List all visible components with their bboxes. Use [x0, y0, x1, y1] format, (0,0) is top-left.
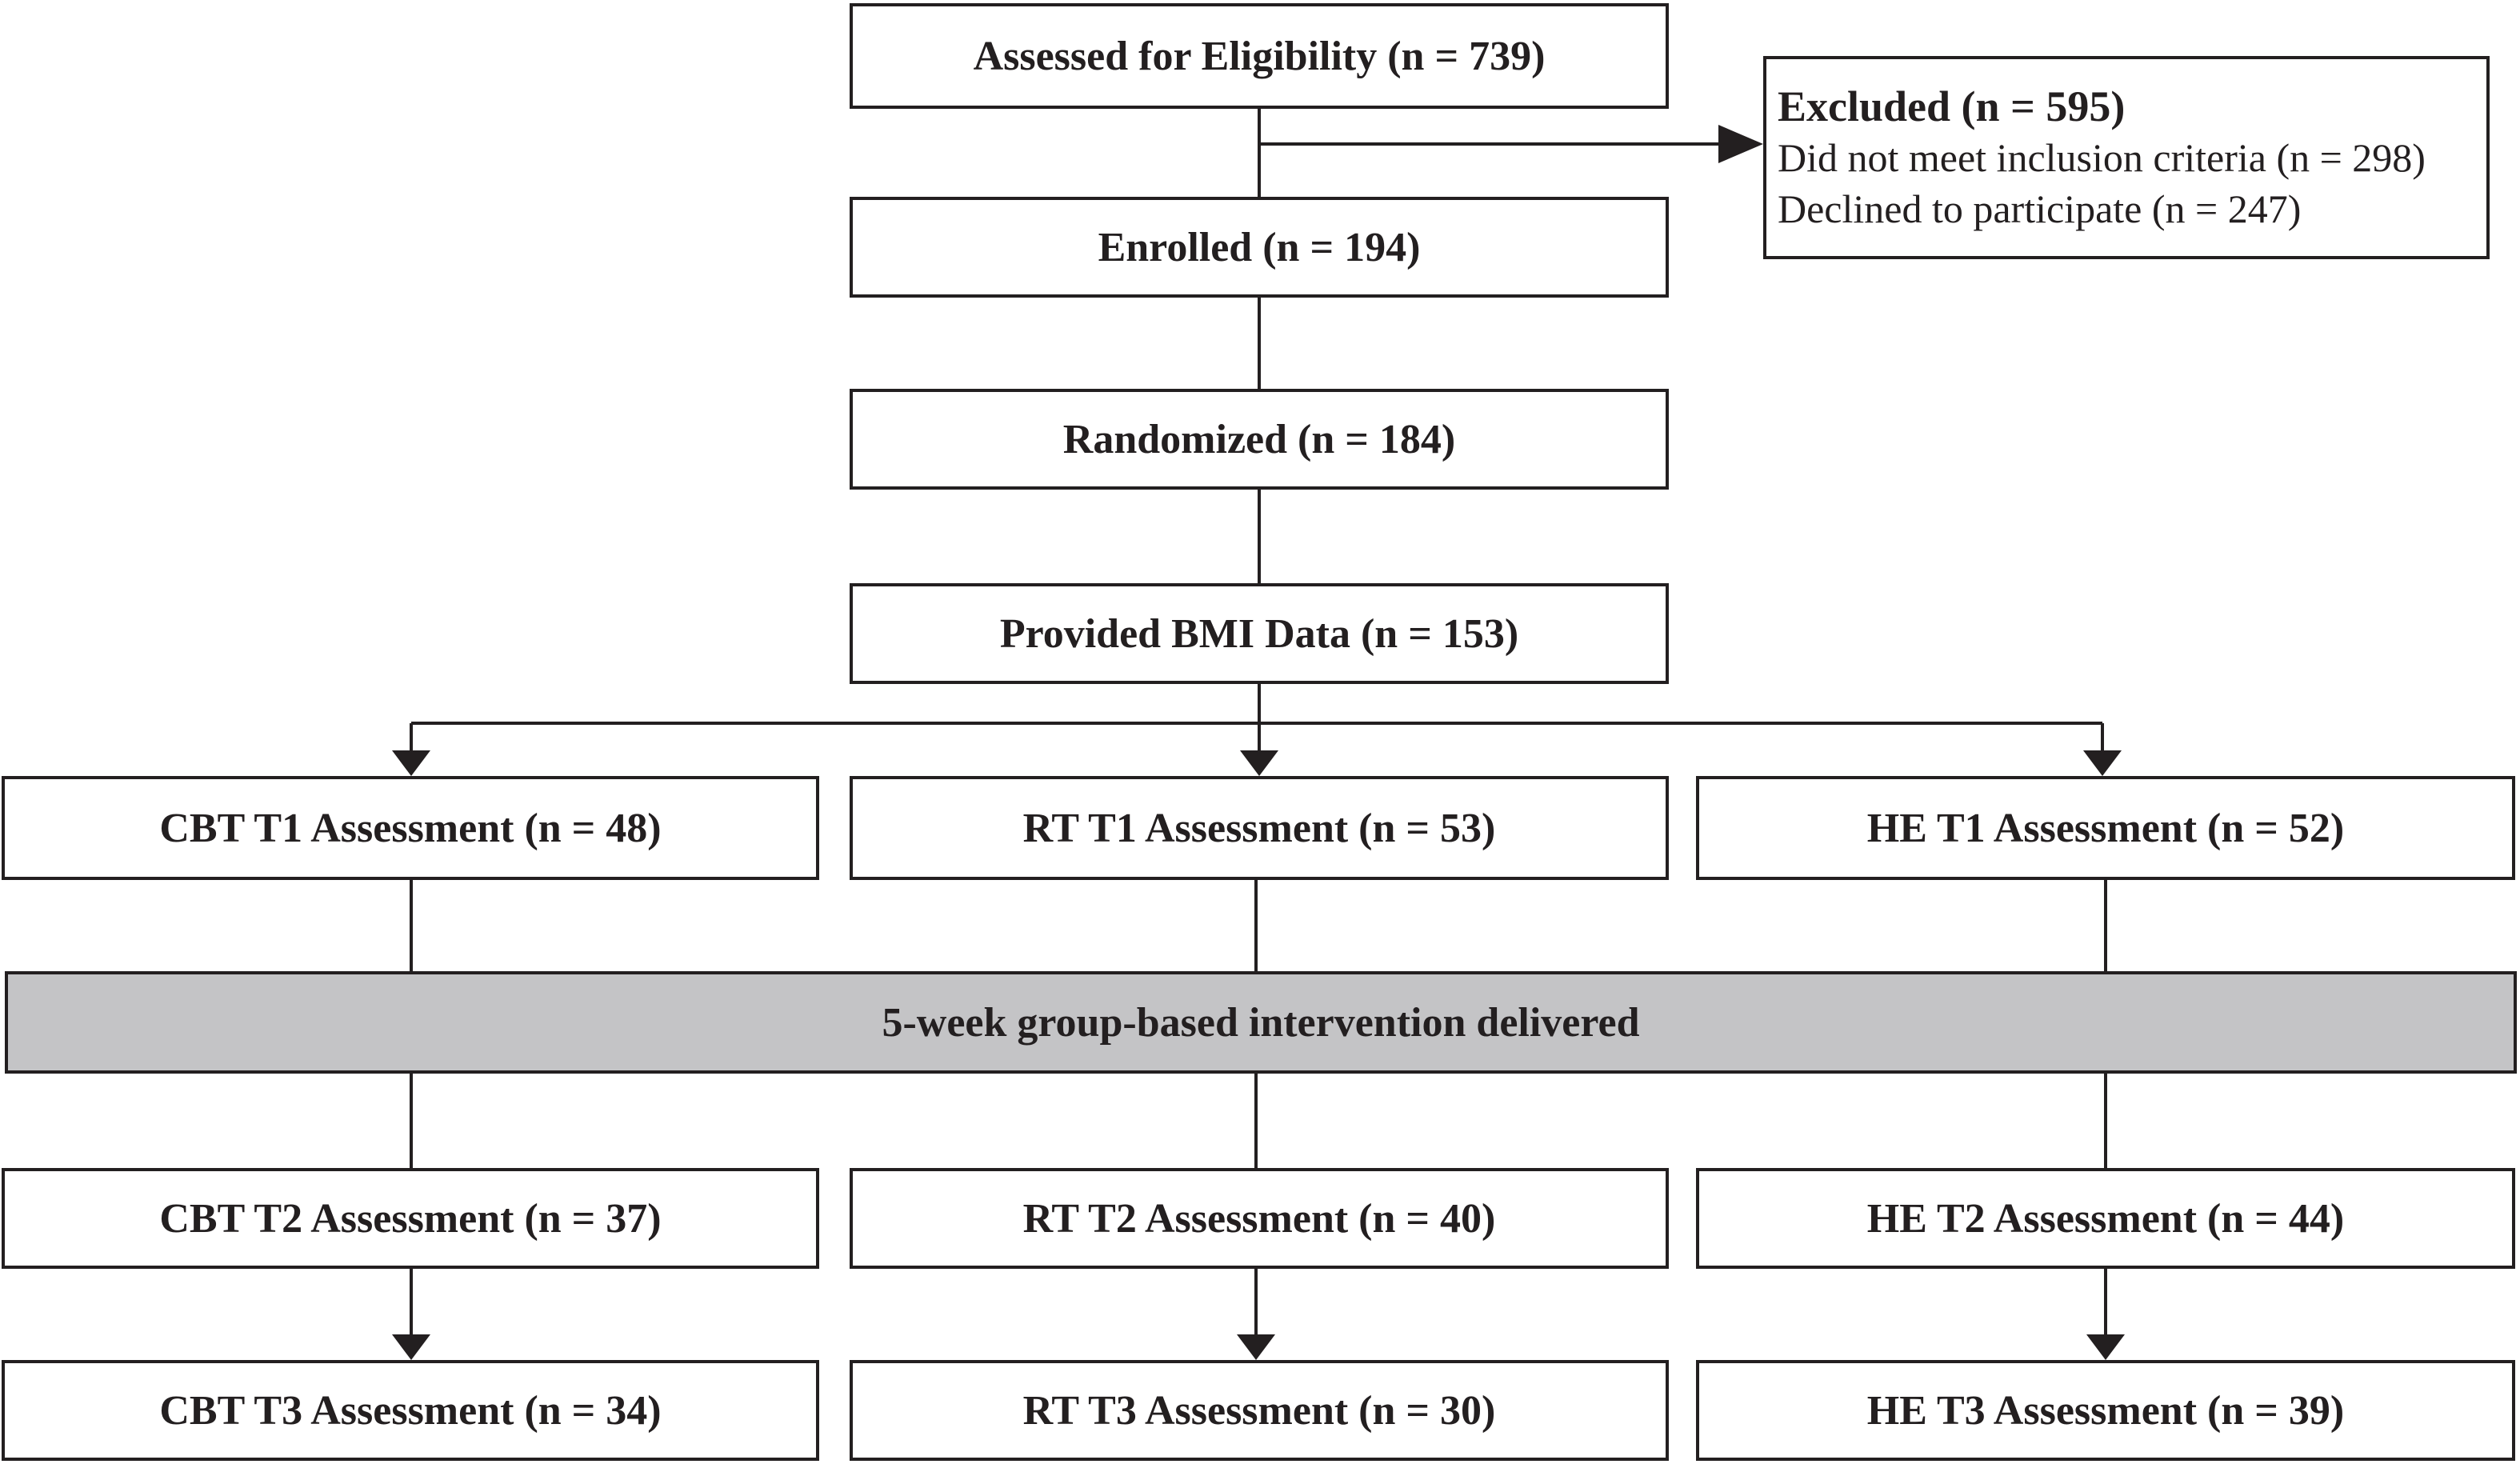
he-t2-box: HE T2 Assessment (n = 44) [1696, 1168, 2515, 1269]
arrowhead-excluded [1718, 125, 1763, 163]
excluded-reason: Did not meet inclusion criteria (n = 298… [1778, 135, 2426, 180]
excluded-box: Excluded (n = 595) Did not meet inclusio… [1763, 56, 2490, 259]
intervention-band: 5-week group-based intervention delivere… [5, 971, 2517, 1074]
enrolled-box: Enrolled (n = 194) [850, 197, 1669, 298]
rt-t2-box: RT T2 Assessment (n = 40) [850, 1168, 1669, 1269]
rt-t3-box: RT T3 Assessment (n = 30) [850, 1360, 1669, 1461]
excluded-title: Excluded (n = 595) [1778, 82, 2126, 130]
he-t1-box: HE T1 Assessment (n = 52) [1696, 776, 2515, 880]
arrowhead-he-t1 [2083, 750, 2122, 776]
arrowhead-rt-t1 [1240, 750, 1278, 776]
arrowhead-cbt-t3 [392, 1334, 430, 1360]
rt-t1-box: RT T1 Assessment (n = 53) [850, 776, 1669, 880]
arrowhead-cbt-t1 [392, 750, 430, 776]
cbt-t2-box: CBT T2 Assessment (n = 37) [2, 1168, 819, 1269]
excluded-reason: Declined to participate (n = 247) [1778, 186, 2302, 231]
arrowhead-he-t3 [2086, 1334, 2125, 1360]
assessed-box: Assessed for Eligibility (n = 739) [850, 3, 1669, 109]
cbt-t3-box: CBT T3 Assessment (n = 34) [2, 1360, 819, 1461]
cbt-t1-box: CBT T1 Assessment (n = 48) [2, 776, 819, 880]
randomized-box: Randomized (n = 184) [850, 389, 1669, 490]
bmi-data-box: Provided BMI Data (n = 153) [850, 583, 1669, 684]
arrowhead-rt-t3 [1237, 1334, 1275, 1360]
he-t3-box: HE T3 Assessment (n = 39) [1696, 1360, 2515, 1461]
